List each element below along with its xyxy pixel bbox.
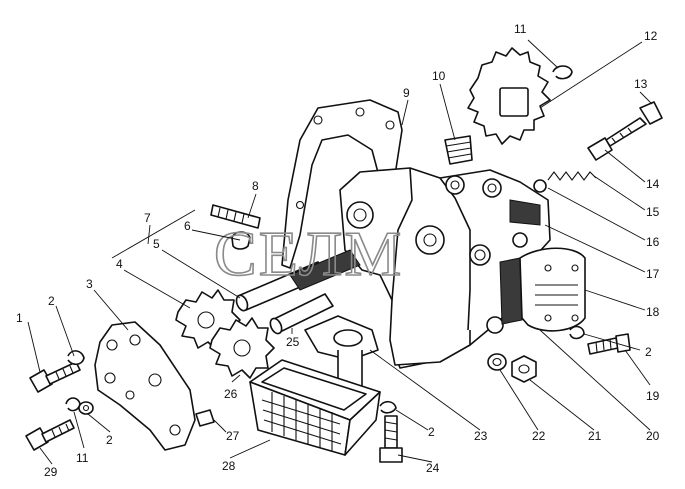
bolt-24 [379,415,403,463]
bracket-line-7 [111,209,196,259]
callout-23: 23 [474,429,488,443]
gear-26 [209,317,275,379]
nut-21 [511,355,537,383]
callout-20: 20 [646,429,660,443]
shaft-25 [269,249,361,335]
callout-1: 1 [16,311,23,325]
bracket-3 [94,321,196,451]
ball-16 [533,179,547,193]
callout-12: 12 [644,29,658,43]
callout-29: 29 [44,465,58,479]
washer-2-bracket [78,401,94,415]
callout-28: 28 [222,459,236,473]
cover-plate-18 [499,247,586,332]
callout-4: 4 [116,257,123,271]
washer-2-right [569,325,585,340]
strainer-28 [249,359,381,456]
callout-19: 19 [646,389,660,403]
circlip-11-bottom [65,397,81,412]
bushing-27 [195,409,215,427]
pump-body-17 [339,167,551,369]
callout-13: 13 [634,77,648,91]
callout-14: 14 [646,177,660,191]
callout-3: 3 [86,277,93,291]
washer-14 [587,137,613,161]
callout-labels: 1 2 2 2 2 3 4 5 6 7 8 9 10 11 11 12 13 1… [16,22,660,479]
key-6 [231,231,251,250]
callout-11-top: 11 [514,22,527,36]
callout-2-bracket: 2 [106,433,113,447]
callout-11-bottom: 11 [76,451,89,465]
gasket-9 [281,99,403,269]
callout-9: 9 [403,86,410,100]
spring-15 [547,171,597,181]
callout-16: 16 [646,235,660,249]
washer-2-left [67,350,85,366]
washer-22 [487,353,507,371]
callout-10: 10 [432,69,446,83]
sprocket-12 [467,47,551,145]
callout-27: 27 [226,429,240,443]
plug-10 [444,135,473,165]
screw-13 [605,101,663,147]
callout-24: 24 [426,461,440,475]
callout-15: 15 [646,205,660,219]
callout-18: 18 [646,305,660,319]
callout-26: 26 [224,387,238,401]
callout-2-right: 2 [645,345,652,359]
watermark-text: СЕЛМ [214,218,403,289]
callout-17: 17 [646,267,660,281]
callout-21: 21 [588,429,602,443]
callout-25: 25 [286,335,300,349]
bolt-29 [25,419,75,451]
callout-2-strainer: 2 [428,425,435,439]
callout-22: 22 [532,429,546,443]
callout-8: 8 [252,179,259,193]
callout-6: 6 [184,219,191,233]
callout-2-left: 2 [48,294,55,308]
washer-2-strainer [379,400,397,414]
callout-7: 7 [144,211,151,225]
circlip-11-top [552,65,573,80]
leader-lines [27,39,653,465]
callout-5: 5 [153,237,160,251]
pin-8 [210,204,261,229]
bolt-1 [29,361,81,393]
